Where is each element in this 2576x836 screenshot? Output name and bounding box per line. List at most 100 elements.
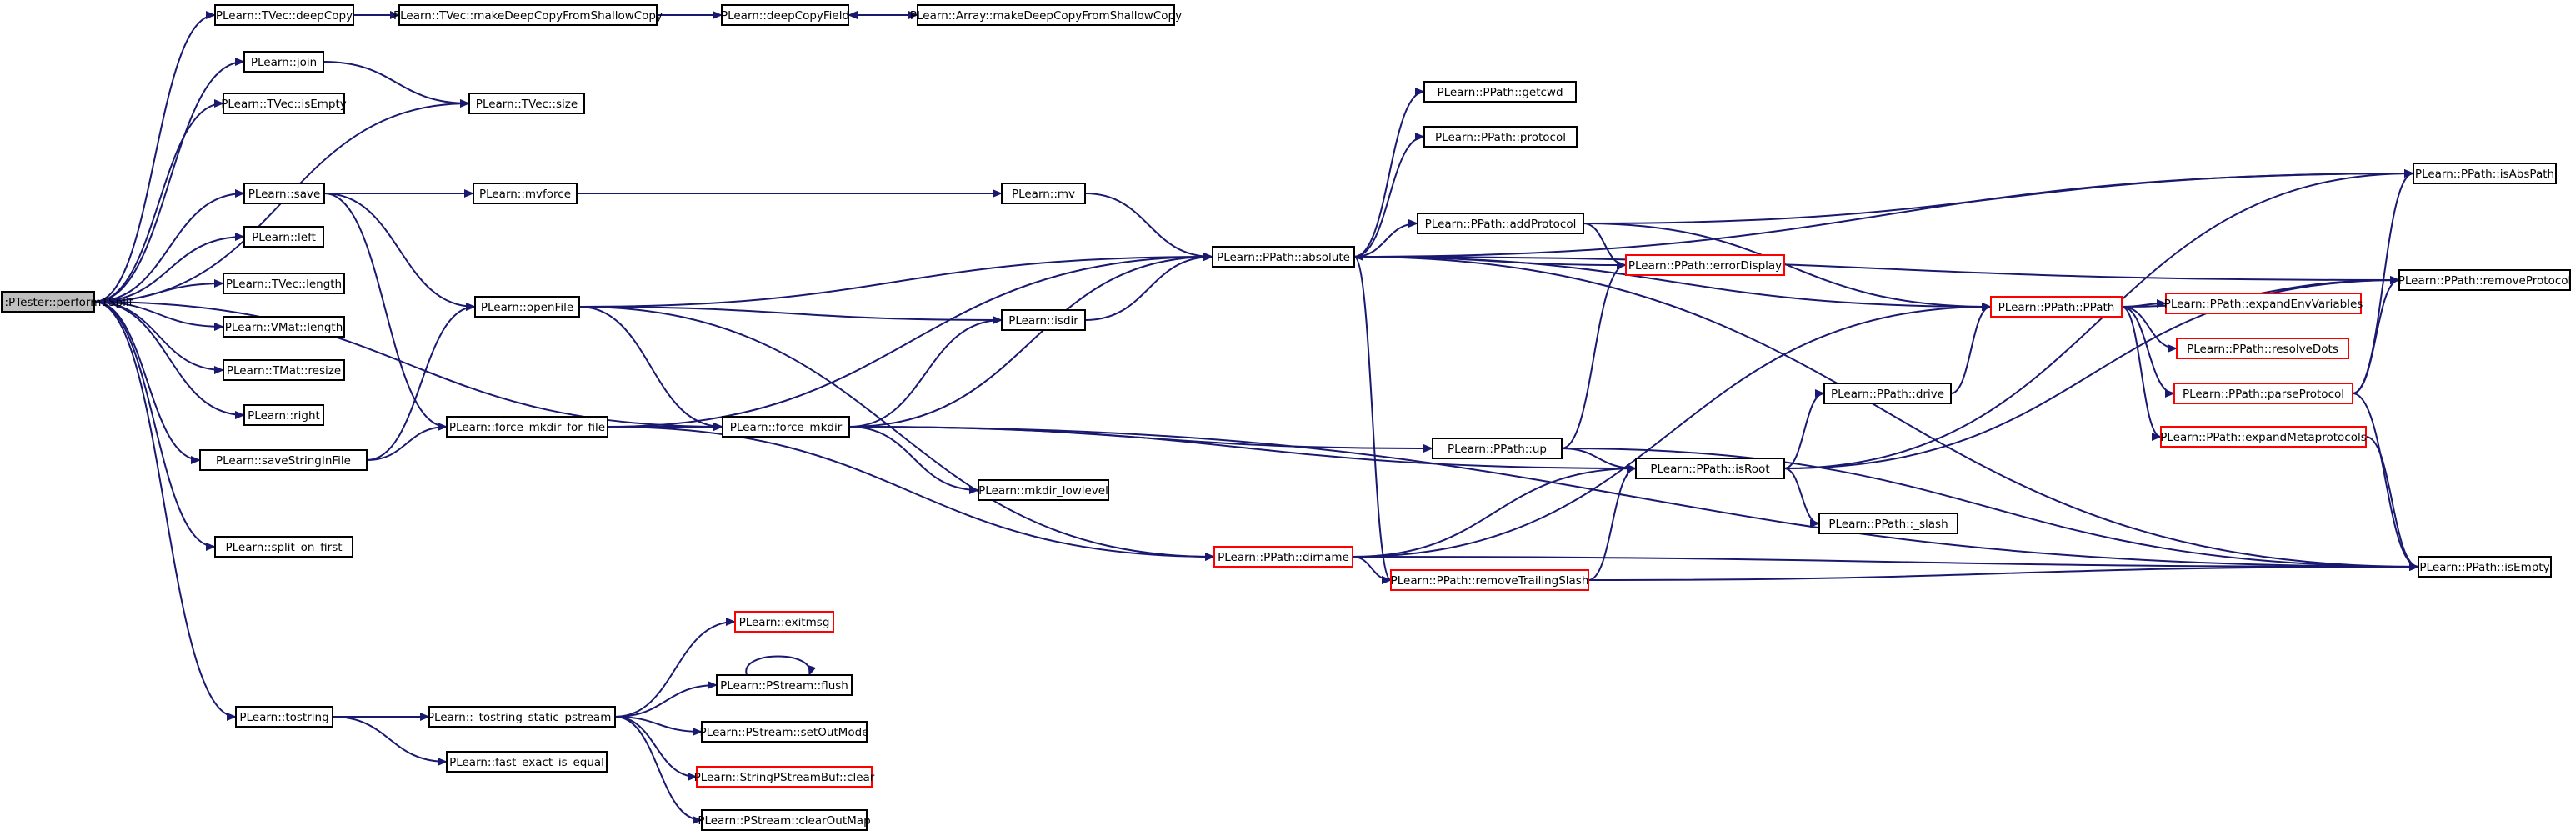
edge-errordisplay-to-absolute <box>1353 253 1627 266</box>
edge-force_mkdir-to-mkdir_lowlevel <box>848 426 979 494</box>
node-isdir[interactable]: PLearn::isdir <box>1001 309 1086 331</box>
node-label: PLearn::PStream::clearOutMap <box>698 814 870 828</box>
edge-pstream_flush-to-pstream_flush <box>745 655 817 676</box>
node-savestringinfile[interactable]: PLearn::saveStringInFile <box>199 449 368 471</box>
node-label: PLearn::save <box>248 188 321 201</box>
node-isroot[interactable]: PLearn::PPath::isRoot <box>1635 458 1785 479</box>
node-ppath[interactable]: PLearn::PPath::PPath <box>1990 296 2123 318</box>
node-isabspath[interactable]: PLearn::PPath::isAbsPath <box>2413 163 2557 184</box>
edge-openfile-to-dirname <box>578 306 1215 561</box>
edge-isroot-to-drive <box>1783 389 1825 469</box>
edge-root-to-left <box>93 233 245 303</box>
node-openfile[interactable]: PLearn::openFile <box>474 296 580 318</box>
node-tvec_size[interactable]: PLearn::TVec::size <box>468 93 585 114</box>
node-left[interactable]: PLearn::left <box>243 226 324 248</box>
node-absolute[interactable]: PLearn::PPath::absolute <box>1212 246 1355 268</box>
node-box <box>474 296 580 318</box>
node-fast_exact_is_equal[interactable]: PLearn::fast_exact_is_equal <box>446 751 608 773</box>
node-box <box>223 93 345 114</box>
node-mkdir_lowlevel[interactable]: PLearn::mkdir_lowlevel <box>978 479 1109 501</box>
node-drive[interactable]: PLearn::PPath::drive <box>1823 383 1952 404</box>
node-addprotocol[interactable]: PLearn::PPath::addProtocol <box>1417 213 1584 234</box>
node-join[interactable]: PLearn::join <box>243 51 324 73</box>
node-protocol[interactable]: PLearn::PPath::protocol <box>1423 126 1578 148</box>
node-split_on_first[interactable]: PLearn::split_on_first <box>214 536 353 558</box>
node-mv[interactable]: PLearn::mv <box>1001 183 1086 204</box>
node-box <box>2398 269 2571 291</box>
node-box <box>243 404 324 426</box>
node-box <box>214 536 353 558</box>
node-force_mkdir[interactable]: PLearn::force_mkdir <box>722 416 850 438</box>
edge-savestringinfile-to-openfile <box>366 303 476 461</box>
node-box <box>2160 426 2367 448</box>
node-box <box>199 449 368 471</box>
node-root[interactable]: PLearn::PTester::perform1Split <box>0 291 133 313</box>
edge-tostring_static-to-pstream_flush <box>614 681 718 718</box>
node-box <box>716 674 853 696</box>
node-removetrailingslash[interactable]: PLearn::PPath::removeTrailingSlash <box>1390 569 1589 591</box>
node-dirname[interactable]: PLearn::PPath::dirname <box>1213 546 1353 568</box>
node-label: PLearn::TVec::isEmpty <box>221 98 347 111</box>
node-box <box>2165 293 2362 314</box>
node-box <box>1818 513 1958 534</box>
edge-absolute-to-protocol <box>1353 133 1425 258</box>
node-spsb_clear[interactable]: PLearn::StringPStreamBuf::clear <box>694 766 875 788</box>
edge-openfile-to-force_mkdir <box>578 306 723 431</box>
node-label: PLearn::force_mkdir_for_file <box>449 421 605 434</box>
node-force_mkdir_for_file[interactable]: PLearn::force_mkdir_for_file <box>446 416 608 438</box>
node-mvforce[interactable]: PLearn::mvforce <box>473 183 578 204</box>
node-pstream_flush[interactable]: PLearn::PStream::flush <box>716 674 853 696</box>
node-vmat_length[interactable]: PLearn::VMat::length <box>223 316 345 338</box>
node-removeprotocol[interactable]: PLearn::PPath::removeProtocol <box>2398 269 2572 291</box>
edge-savestringinfile-to-force_mkdir_for_file <box>366 423 448 461</box>
node-getcwd[interactable]: PLearn::PPath::getcwd <box>1423 81 1577 103</box>
edge-up-to-errordisplay <box>1561 261 1627 449</box>
node-slash[interactable]: PLearn::PPath::_slash <box>1818 513 1958 534</box>
node-tostring[interactable]: PLearn::tostring <box>235 706 333 728</box>
node-resolvedots[interactable]: PLearn::PPath::resolveDots <box>2176 338 2349 359</box>
node-tvec_length[interactable]: PLearn::TVec::length <box>223 273 345 294</box>
node-tmat_resize[interactable]: PLearn::TMat::resize <box>223 359 345 381</box>
node-tvec_deepcopy[interactable]: PLearn::TVec::deepCopy <box>214 4 354 26</box>
node-box <box>243 183 325 204</box>
node-label: PLearn::fast_exact_is_equal <box>449 756 604 769</box>
node-box <box>1390 569 1589 591</box>
node-tvec_mdcfs[interactable]: PLearn::TVec::makeDeepCopyFromShallowCop… <box>393 4 663 26</box>
node-exitmsg[interactable]: PLearn::exitmsg <box>734 611 834 633</box>
node-label: PLearn::PPath::expandEnvVariables <box>2164 298 2363 311</box>
node-box <box>473 183 578 204</box>
node-label: PLearn::PStream::setOutMode <box>700 726 869 739</box>
edge-root-to-tvec_length <box>93 279 224 303</box>
node-ppath_isempty[interactable]: PLearn::PPath::isEmpty <box>2418 556 2552 578</box>
node-up[interactable]: PLearn::PPath::up <box>1432 438 1563 459</box>
node-tostring_static[interactable]: PLearn::_tostring_static_pstream_ <box>428 706 617 728</box>
node-parseprotocol[interactable]: PLearn::PPath::parseProtocol <box>2173 383 2353 404</box>
node-box <box>1990 296 2123 318</box>
node-tvec_isempty[interactable]: PLearn::TVec::isEmpty <box>221 93 347 114</box>
node-pstream_clearoutmap[interactable]: PLearn::PStream::clearOutMap <box>698 809 871 831</box>
edge-force_mkdir_for_file-to-absolute <box>607 253 1213 428</box>
node-box <box>223 359 345 381</box>
node-pstream_setoutmode[interactable]: PLearn::PStream::setOutMode <box>700 721 869 743</box>
node-right[interactable]: PLearn::right <box>243 404 324 426</box>
node-box <box>235 706 333 728</box>
node-array_mdcfs[interactable]: PLearn::Array::makeDeepCopyFromShallowCo… <box>910 4 1182 26</box>
node-box <box>1212 246 1355 268</box>
node-box <box>1417 213 1584 234</box>
node-box <box>2413 163 2557 184</box>
node-label: PLearn::_tostring_static_pstream_ <box>428 711 617 724</box>
node-label: PLearn::isdir <box>1008 314 1078 328</box>
edge-ppath-to-resolvedots <box>2121 306 2178 353</box>
node-save[interactable]: PLearn::save <box>243 183 325 204</box>
node-expandmeta[interactable]: PLearn::PPath::expandMetaprotocols <box>2160 426 2367 448</box>
node-expandenv[interactable]: PLearn::PPath::expandEnvVariables <box>2164 293 2363 314</box>
node-box <box>1432 438 1563 459</box>
node-box <box>1423 126 1578 148</box>
node-label: PLearn::join <box>251 56 317 69</box>
node-errordisplay[interactable]: PLearn::PPath::errorDisplay <box>1625 254 1785 276</box>
edge-isroot-to-removeprotocol <box>1783 276 2400 469</box>
edge-isdir-to-absolute <box>1084 253 1213 321</box>
edge-root-to-force_mkdir <box>93 301 723 431</box>
node-deepcopyfield[interactable]: PLearn::deepCopyField <box>721 4 849 26</box>
node-label: PLearn::PPath::errorDisplay <box>1628 259 1782 273</box>
